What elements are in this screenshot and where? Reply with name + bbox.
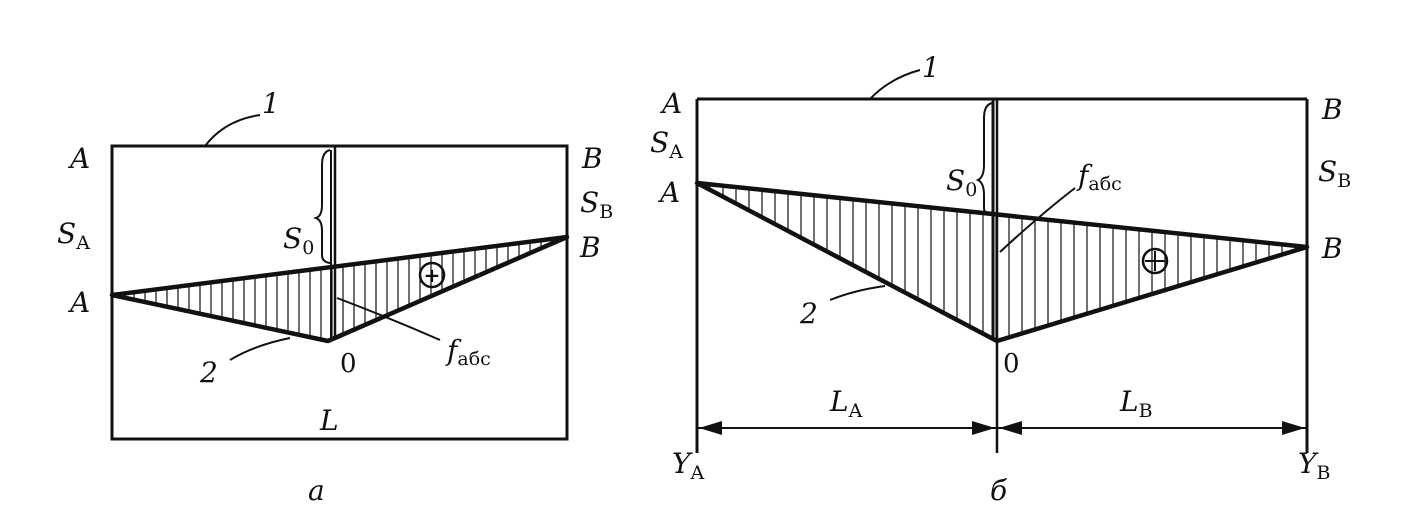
diagram-b-label-B-top: B xyxy=(1321,93,1343,126)
diagram-a-label-A-top: A xyxy=(67,142,90,175)
diagram-b-leader-2 xyxy=(829,285,886,301)
diagram-b-label-S0: S0 xyxy=(946,164,977,201)
diagram-b-label-A-low: A xyxy=(657,176,680,209)
diagram-b-label-LB: LB xyxy=(1119,385,1153,422)
diagram-b-label-f: fабс xyxy=(1076,159,1122,195)
diagram-b-label-SB: SB xyxy=(1318,155,1351,192)
diagram-a-plus-sign: + xyxy=(424,263,441,287)
diagram-a-label-S0: S0 xyxy=(283,222,314,259)
diagram-b-arrow-right xyxy=(1282,421,1305,435)
diagram-b-label-LA: LA xyxy=(829,385,863,422)
diagram-b-leader-1 xyxy=(869,69,921,100)
diagram-b-caption: б xyxy=(990,474,1008,507)
diagram-b-label-SA: SA xyxy=(650,126,683,163)
diagram-a-leader-f xyxy=(336,297,441,341)
diagram-a-triangle xyxy=(109,234,570,344)
diagram-a-label-L: L xyxy=(319,404,339,437)
diagram-b-label-2: 2 xyxy=(799,297,818,330)
diagram-a-label-f: fабс xyxy=(445,334,491,370)
diagram-a-label-zero: 0 xyxy=(340,349,357,379)
diagram-a-plus-circle xyxy=(418,261,446,289)
diagram-a: + A B SA SB A B S0 0 1 2 fабс L а xyxy=(57,87,613,507)
diagram-b-label-1: 1 xyxy=(922,51,940,84)
diagram-a-leader-1 xyxy=(204,114,261,147)
diagram-a-s0-brace xyxy=(312,149,331,264)
diagram-a-label-2: 2 xyxy=(199,356,218,389)
diagram-a-label-1: 1 xyxy=(262,87,280,120)
diagram-a-label-SA: SA xyxy=(57,217,90,254)
diagram-b: A B SA SB A B S0 0 1 2 fабс LA LB YA YB … xyxy=(650,51,1351,507)
diagram-b-label-YA: YA xyxy=(672,447,704,484)
diagram-a-leader-2 xyxy=(229,337,291,361)
diagram-b-label-A-top: A xyxy=(659,87,682,120)
diagram-a-label-B-top: B xyxy=(581,142,603,175)
diagram-b-label-zero: 0 xyxy=(1003,349,1020,379)
diagram-b-arrow-mid-left xyxy=(972,421,995,435)
diagram-a-label-B-low: B xyxy=(579,231,601,264)
diagram-b-triangle xyxy=(694,180,1310,344)
diagram-b-leader-f xyxy=(999,187,1076,253)
diagram-b-arrow-left xyxy=(699,421,722,435)
diagram-a-frame xyxy=(110,144,569,441)
diagram-b-plus-circle xyxy=(1141,247,1169,275)
diagram-a-label-A-low: A xyxy=(67,286,90,319)
diagram-b-label-B-low: B xyxy=(1321,232,1343,265)
diagram-b-label-YB: YB xyxy=(1298,447,1330,484)
diagram-a-hatching xyxy=(122,237,564,340)
diagram-a-label-SB: SB xyxy=(580,186,613,223)
diagram-a-caption: а xyxy=(308,474,325,507)
diagram-b-hatching xyxy=(709,184,1296,341)
diagram-b-arrow-mid-right xyxy=(999,421,1022,435)
diagram-b-s0-brace xyxy=(975,102,993,216)
